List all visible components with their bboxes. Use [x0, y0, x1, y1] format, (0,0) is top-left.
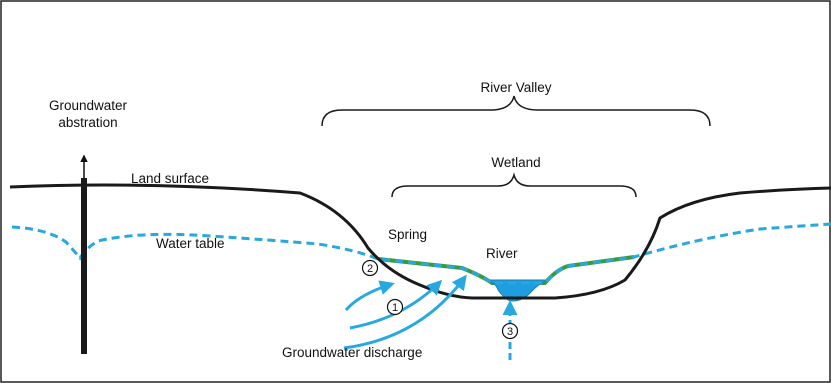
- marker-three: 3: [501, 322, 519, 340]
- river-valley-brace: [321, 95, 711, 127]
- marker-two: 2: [361, 259, 379, 277]
- water-table-line: [11, 222, 831, 285]
- marker-three-text: 3: [507, 326, 513, 338]
- land-surface-label: Land surface: [131, 171, 209, 186]
- land-surface-line: [9, 183, 831, 300]
- abstraction-label-line2: abstration: [58, 115, 117, 130]
- discharge-arrow-lower-2: [343, 274, 467, 350]
- discharge-arrow-spring: [344, 280, 395, 312]
- water-table-label: Water table: [156, 236, 225, 251]
- groundwater-discharge-label: Groundwater discharge: [282, 345, 422, 360]
- river-label: River: [486, 246, 518, 261]
- river-valley-label: River Valley: [480, 80, 551, 95]
- wetland-label: Wetland: [491, 155, 540, 170]
- marker-one: 1: [386, 298, 404, 316]
- abstraction-label-line1: Groundwater: [49, 98, 128, 113]
- marker-one-text: 1: [392, 302, 398, 314]
- marker-two-text: 2: [367, 263, 373, 275]
- wetland-brace: [391, 172, 637, 198]
- spring-label: Spring: [388, 227, 427, 242]
